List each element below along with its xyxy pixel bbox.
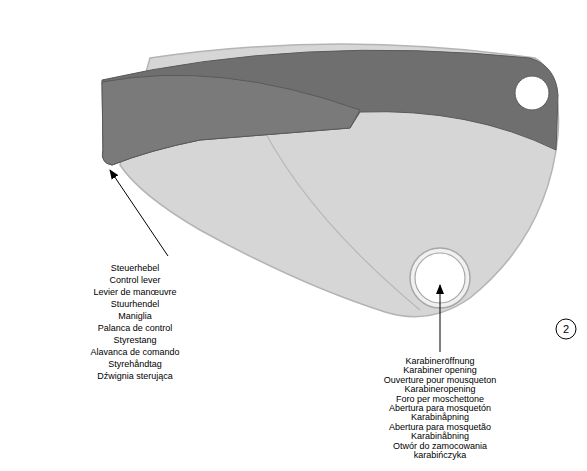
part-label: Alavanca de comando bbox=[90, 346, 179, 358]
label-column: SteuerhebelControl leverLevier de manœuv… bbox=[90, 262, 179, 382]
part-label: Karabineröffnung bbox=[384, 357, 497, 366]
part-label: Ouverture pour mousqueton bbox=[384, 376, 497, 385]
part-label: Styrestang bbox=[90, 334, 179, 346]
part-label: Abertura para mosquetão bbox=[384, 423, 497, 432]
part-label: Karabiner opening bbox=[384, 366, 497, 375]
part-label: Karabineropening bbox=[384, 385, 497, 394]
part-label: Karabinåpning bbox=[384, 413, 497, 422]
part-label: Styrehåndtag bbox=[90, 358, 179, 370]
part-label: Levier de manœuvre bbox=[90, 286, 179, 298]
part-label: Abertura para mosquetón bbox=[384, 404, 497, 413]
part-label: Maniglia bbox=[90, 310, 179, 322]
lever-hole bbox=[515, 76, 549, 110]
leader-line bbox=[440, 285, 441, 352]
part-label: Steuerhebel bbox=[90, 262, 179, 274]
part-label: Karabinåbning bbox=[384, 432, 497, 441]
part-label: Otwór do zamocowania karabińczyka bbox=[384, 442, 496, 461]
label-column: KarabineröffnungKarabiner openingOuvertu… bbox=[384, 357, 497, 460]
part-label: Control lever bbox=[90, 274, 179, 286]
part-label: Foro per moschettone bbox=[384, 395, 497, 404]
body-curve bbox=[255, 112, 420, 310]
part-label: Stuurhendel bbox=[90, 298, 179, 310]
callout-circle: 2 bbox=[555, 318, 577, 340]
lever-wedge bbox=[102, 75, 360, 165]
control-lever bbox=[102, 50, 558, 165]
callout-number: 2 bbox=[563, 323, 569, 335]
part-label: Dźwignia sterująca bbox=[90, 370, 179, 382]
part-label: Palanca de control bbox=[90, 322, 179, 334]
leader-line bbox=[110, 170, 168, 256]
callout-ring bbox=[556, 319, 576, 339]
